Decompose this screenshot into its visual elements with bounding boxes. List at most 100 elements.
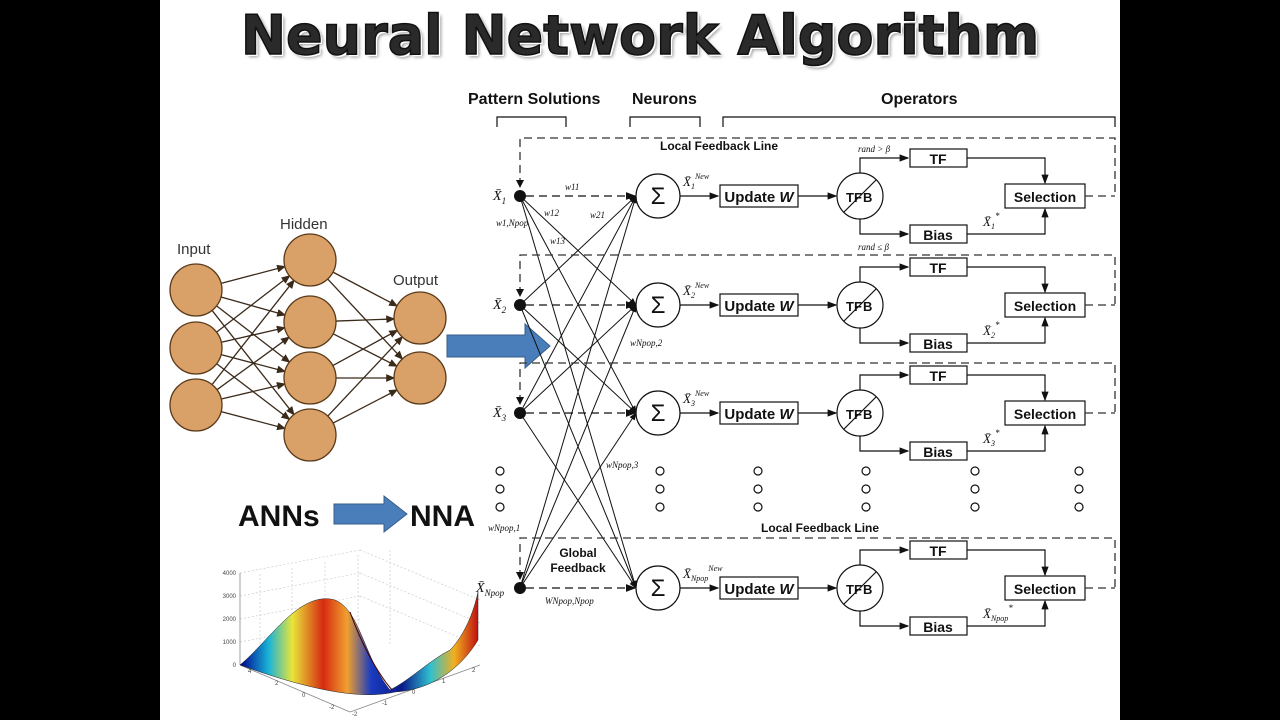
bias-operator-label: Bias <box>923 444 953 460</box>
tf-operator-label: TF <box>929 151 947 167</box>
global-feedback-label: Feedback <box>550 561 606 575</box>
sigma-symbol: Σ <box>651 400 666 427</box>
header-neurons: Neurons <box>632 91 697 108</box>
best-solution-label: X̄1* <box>982 211 1000 231</box>
local-feedback-label: Local Feedback Line <box>761 521 879 535</box>
ann-diagram <box>169 233 447 462</box>
pattern-solution-node <box>514 582 526 594</box>
ellipsis-dot <box>1074 502 1084 512</box>
weight-connection <box>519 195 637 589</box>
local-feedback-label: Local Feedback Line <box>660 139 778 153</box>
ellipsis-dot <box>861 466 871 476</box>
b-switch-label: B <box>863 299 872 314</box>
ann-edge <box>332 271 399 307</box>
header-bracket <box>722 116 1116 127</box>
weight-label: WNpop,Npop <box>545 596 594 606</box>
pattern-solution-label: X̄Npop <box>475 581 505 598</box>
global-feedback-line <box>519 537 1116 588</box>
bias-operator-label: Bias <box>923 336 953 352</box>
weight-connection <box>519 304 637 414</box>
ann-label-input: Input <box>177 241 211 258</box>
ann-node <box>283 233 337 287</box>
tf-switch-label: TF <box>846 190 862 205</box>
pattern-solution-label: X̄2 <box>492 298 507 315</box>
pattern-solution-node <box>514 299 526 311</box>
x-tick-label: 0 <box>302 693 306 699</box>
weight-connection <box>519 412 637 589</box>
diagram-canvas: Input Hidden Output ANNs NNA <box>169 91 1116 718</box>
update-w-label: Update W <box>724 298 795 315</box>
z-tick-label: 1000 <box>223 640 237 646</box>
nna-label: NNA <box>410 500 475 533</box>
ann-node <box>169 378 223 432</box>
weight-label: w1,Npop <box>496 218 529 228</box>
bias-operator-label: Bias <box>923 619 953 635</box>
ellipsis-dot <box>970 484 980 494</box>
selection-box <box>1004 292 1086 318</box>
sigma-symbol: Σ <box>651 183 666 210</box>
tf-switch-label: TF <box>846 299 862 314</box>
tf-switch-label: TF <box>846 582 862 597</box>
ellipsis-dot <box>861 502 871 512</box>
rand-le-beta-label: rand ≤ β <box>858 242 889 252</box>
local-feedback-line <box>519 137 1116 196</box>
weight-label: w21 <box>590 210 605 220</box>
tf-operator-label: TF <box>929 543 947 559</box>
ann-node <box>283 295 337 349</box>
ann-node <box>393 291 447 345</box>
header-operators: Operators <box>881 91 958 108</box>
sigma-symbol: Σ <box>651 575 666 602</box>
weight-label: w13 <box>550 236 566 246</box>
selection-label: Selection <box>1014 298 1076 314</box>
y-tick-label: 1 <box>442 679 446 685</box>
ellipsis-dot <box>753 502 763 512</box>
weight-connection <box>519 304 637 589</box>
ann-edge <box>221 381 286 400</box>
z-tick-label: 3000 <box>223 594 237 600</box>
ellipsis-dot <box>970 502 980 512</box>
x-tick-label: 4 <box>248 669 252 675</box>
ann-edge <box>332 333 398 367</box>
ellipsis-dot <box>970 466 980 476</box>
tf-operator-label: TF <box>929 260 947 276</box>
best-solution-label: X̄3* <box>982 428 1000 448</box>
selection-label: Selection <box>1014 189 1076 205</box>
rand-gt-beta-label: rand > β <box>858 144 891 154</box>
pattern-solution-node <box>514 407 526 419</box>
tf-switch-label: TF <box>846 407 862 422</box>
ann-edge <box>335 315 396 324</box>
b-switch-label: B <box>863 407 872 422</box>
selection-label: Selection <box>1014 406 1076 422</box>
new-solution-label: X̄3New <box>682 389 710 408</box>
bias-operator-label: Bias <box>923 227 953 243</box>
ann-edge <box>327 335 404 417</box>
ellipsis-dot <box>495 466 505 476</box>
ann-edge <box>216 275 291 333</box>
ellipsis-dot <box>655 502 665 512</box>
ellipsis-dot <box>1074 466 1084 476</box>
y-tick-label: 2 <box>472 668 476 674</box>
selection-label: Selection <box>1014 581 1076 597</box>
ann-edge <box>332 329 399 367</box>
slide: Neural Network Algorithm Input Hidden Ou… <box>160 0 1120 720</box>
update-w-label: Update W <box>724 406 795 423</box>
ann-node <box>169 263 223 317</box>
ellipsis-dot <box>861 484 871 494</box>
y-tick-label: 0 <box>412 690 416 696</box>
ann-node <box>169 321 223 375</box>
ellipsis-dot <box>753 466 763 476</box>
sigma-symbol: Σ <box>651 292 666 319</box>
update-w-label: Update W <box>724 581 795 598</box>
ann-edge <box>221 325 286 343</box>
y-tick-label: -2 <box>352 712 358 718</box>
weight-label: wNpop,2 <box>630 338 663 348</box>
pattern-solution-node <box>514 190 526 202</box>
weight-label: w11 <box>565 182 579 192</box>
update-w-label: Update W <box>724 189 795 206</box>
weight-label: w12 <box>544 208 560 218</box>
selection-box <box>1004 400 1086 426</box>
